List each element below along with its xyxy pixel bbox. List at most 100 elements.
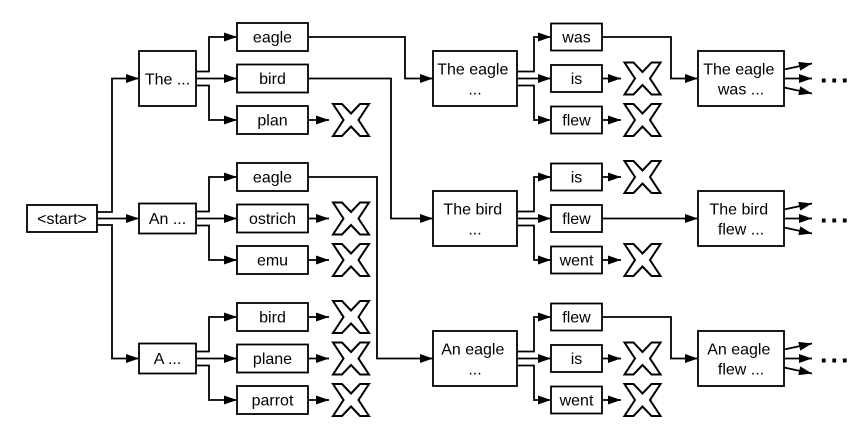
node-an-eagle-ctx-line1: An eagle bbox=[441, 342, 504, 359]
pruned-x-icon bbox=[332, 103, 370, 137]
edge-thebird-is bbox=[517, 172, 551, 213]
node-was-box bbox=[550, 22, 603, 52]
continuation-arrow bbox=[783, 201, 813, 211]
node-the-bird-flew-label: The bird flew ... bbox=[709, 202, 772, 239]
node-parrot-box bbox=[236, 385, 309, 415]
continuation-ellipsis: ... bbox=[820, 199, 852, 229]
node-the-eagle-was-line1: The eagle bbox=[703, 62, 774, 79]
node-is3-box bbox=[550, 344, 603, 373]
node-emu-box bbox=[236, 245, 309, 275]
node-an-eagle-ctx-box bbox=[432, 330, 518, 387]
continuation-arrow bbox=[783, 366, 813, 376]
node-the-eagle-ctx-line1: The eagle bbox=[437, 62, 508, 79]
edge-an-emu bbox=[196, 224, 237, 265]
node-the-eagle-was-box bbox=[697, 50, 785, 107]
pruned-x-icon bbox=[623, 61, 662, 96]
edge-thebird-went bbox=[517, 224, 551, 265]
node-flew2-label: flew bbox=[562, 211, 591, 228]
pruned-x-icon bbox=[332, 341, 370, 376]
edge-a-parrot bbox=[196, 364, 237, 405]
node-an-label: An ... bbox=[149, 211, 186, 228]
node-an-eagle-flew-box bbox=[697, 330, 785, 387]
node-the-bird-ctx-label: The bird ... bbox=[443, 202, 506, 239]
node-flew3-label: flew bbox=[562, 310, 591, 327]
edge-a-bird bbox=[196, 312, 237, 353]
node-the-eagle-ctx-box bbox=[432, 50, 518, 107]
step2-token-nodes: was is flew is flew went flew is went bbox=[550, 22, 603, 415]
node-parrot-label: parrot bbox=[252, 393, 294, 410]
pruned-x-icon bbox=[623, 341, 662, 376]
node-is1-label: is bbox=[571, 71, 583, 88]
node-ostrich-box bbox=[236, 203, 309, 234]
node-plane-label: plane bbox=[253, 351, 292, 368]
node-the-bird-flew-line2: flew ... bbox=[718, 222, 764, 239]
node-bird2-box bbox=[236, 302, 309, 332]
node-flew1-box bbox=[550, 105, 603, 135]
edge-aneagle-flew bbox=[517, 312, 551, 353]
node-is3-label: is bbox=[571, 351, 583, 368]
node-the-bird-ctx-line1: The bird bbox=[443, 202, 502, 219]
node-an-eagle-flew-label: An eagle flew ... bbox=[707, 342, 775, 379]
node-is1-box bbox=[550, 64, 603, 93]
edge-eagle-an-eagle-ctx bbox=[308, 176, 433, 363]
node-went1-label: went bbox=[559, 253, 594, 270]
step1-token-nodes: eagle bird plan eagle ostrich emu bird p… bbox=[236, 22, 309, 415]
edge-eagle-the-eagle-ctx bbox=[308, 36, 433, 83]
continuation-ellipses: ... ... ... bbox=[820, 59, 852, 369]
edge-an-eagle bbox=[196, 172, 237, 213]
pruned-x-icon bbox=[332, 383, 370, 417]
node-eagle2-label: eagle bbox=[253, 170, 292, 187]
step2-context-nodes: The eagle ... The bird ... An eagle ... bbox=[432, 50, 518, 387]
pruned-x-icon bbox=[623, 383, 662, 417]
node-the-bird-ctx-line2: ... bbox=[468, 222, 481, 239]
node-flew1-label: flew bbox=[562, 113, 591, 130]
pruned-x-icon bbox=[332, 300, 370, 334]
pruned-x-icon bbox=[623, 103, 662, 137]
node-flew3-box bbox=[550, 302, 603, 332]
continuation-arrow bbox=[783, 61, 813, 71]
node-an-eagle-flew-line2: flew ... bbox=[718, 362, 764, 379]
node-the-bird-flew-line1: The bird bbox=[709, 202, 768, 219]
start-node: <start> bbox=[26, 204, 98, 233]
node-an-eagle-ctx-line2: ... bbox=[468, 362, 481, 379]
edge-start-a bbox=[97, 224, 139, 363]
edge-was-theeaglewas bbox=[602, 36, 698, 83]
node-bird1-box bbox=[236, 63, 309, 94]
node-the-eagle-was-label: The eagle was ... bbox=[703, 62, 779, 99]
node-a-label: A ... bbox=[154, 351, 182, 368]
node-plan-box bbox=[236, 105, 309, 135]
node-was-label: was bbox=[561, 30, 590, 47]
node-eagle2-box bbox=[236, 162, 309, 192]
edges bbox=[97, 32, 698, 405]
edge-the-eagle bbox=[196, 32, 237, 73]
node-flew2-box bbox=[550, 204, 603, 233]
node-bird1-label: bird bbox=[259, 71, 286, 88]
node-the-box bbox=[138, 50, 197, 107]
pruned-x-icon bbox=[623, 243, 662, 277]
node-a-box bbox=[138, 342, 197, 375]
node-emu-label: emu bbox=[257, 253, 288, 270]
edge-the-plan bbox=[196, 84, 237, 125]
edge-theeagle-flew bbox=[517, 84, 551, 125]
edge-theeagle-was bbox=[517, 32, 551, 73]
edge-flew-aneagleflew bbox=[602, 316, 698, 363]
node-is2-box bbox=[550, 162, 603, 192]
edge-aneagle-went bbox=[517, 364, 551, 405]
node-start-label: <start> bbox=[37, 211, 87, 228]
step3-context-nodes: The eagle was ... The bird flew ... An e… bbox=[697, 50, 785, 387]
edge-bird-the-bird-ctx bbox=[308, 77, 433, 223]
node-plane-box bbox=[236, 343, 309, 374]
continuation-arrow bbox=[783, 226, 813, 236]
pruned-x-icon bbox=[332, 243, 370, 277]
continuation-ellipsis: ... bbox=[820, 59, 852, 89]
pruned-x-icon bbox=[623, 160, 662, 194]
node-eagle1-box bbox=[236, 22, 309, 52]
node-an-eagle-flew-line1: An eagle bbox=[707, 342, 770, 359]
node-start-box bbox=[26, 204, 98, 233]
node-an-box bbox=[138, 202, 197, 235]
node-went2-label: went bbox=[559, 393, 594, 410]
node-the-eagle-ctx-line2: ... bbox=[468, 82, 481, 99]
continuation-arrow bbox=[783, 86, 813, 96]
